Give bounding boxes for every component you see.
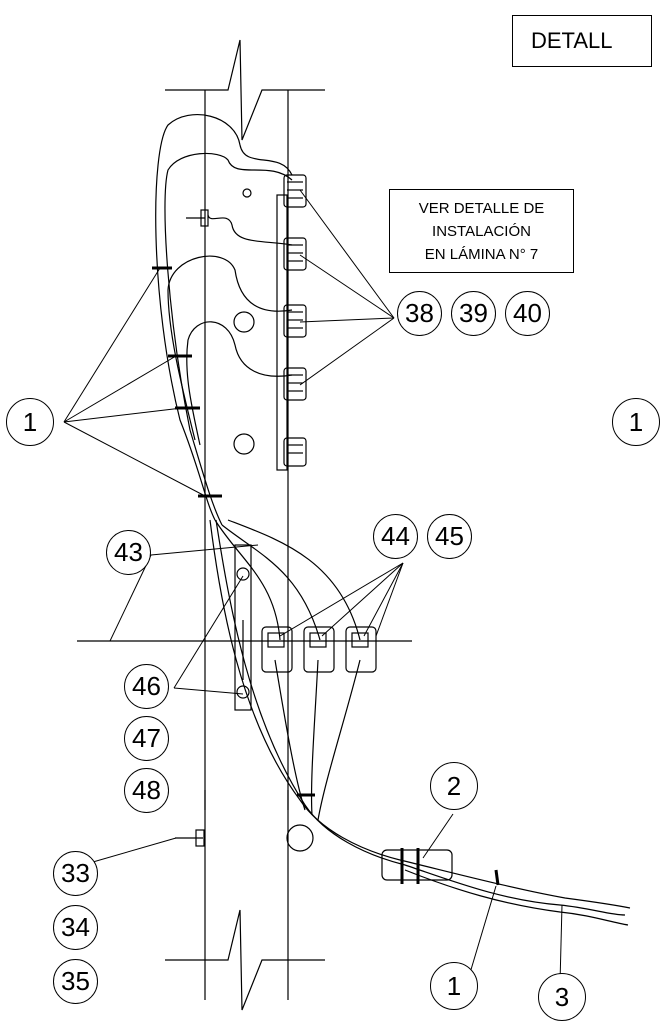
- callout-35: 35: [53, 959, 98, 1004]
- cable-ties: [152, 266, 500, 886]
- detail-title: DETALL: [531, 28, 613, 53]
- callout-44: 44: [373, 514, 418, 559]
- installation-note-box: VER DETALLE DE INSTALACIÓN EN LÁMINA N° …: [389, 189, 574, 273]
- callout-47: 47: [124, 716, 169, 761]
- pole: [165, 39, 325, 1011]
- pole-hole: [233, 433, 255, 455]
- callout-45: 45: [427, 514, 472, 559]
- leader-lines: [63, 189, 563, 984]
- connector-stack: [283, 174, 307, 467]
- callout-1-right: 1: [612, 398, 660, 446]
- installation-drawing: [63, 39, 631, 1011]
- pole-hole: [233, 311, 255, 333]
- top-break-line: [165, 39, 325, 141]
- callout-46: 46: [124, 664, 169, 709]
- splice-enclosure: [381, 848, 453, 884]
- callout-1-bottom: 1: [430, 962, 478, 1010]
- note-line-1: VER DETALLE DE: [418, 199, 545, 217]
- detail-title-box: DETALL: [512, 15, 652, 67]
- bracket: [234, 544, 252, 711]
- callout-33: 33: [53, 851, 98, 896]
- pole-hole: [242, 188, 252, 198]
- callout-38: 38: [397, 291, 442, 336]
- callout-1-left: 1: [6, 398, 54, 446]
- callout-3: 3: [538, 973, 586, 1021]
- callout-48: 48: [124, 768, 169, 813]
- note-line-3: EN LÁMINA N° 7: [424, 245, 539, 263]
- callout-39: 39: [451, 291, 496, 336]
- cable-bundle: [155, 114, 631, 926]
- callout-40: 40: [505, 291, 550, 336]
- ground-ring: [286, 824, 314, 852]
- mounting-plate: [276, 194, 288, 471]
- devices: [261, 626, 377, 673]
- callout-34: 34: [53, 905, 98, 950]
- callout-43: 43: [106, 530, 151, 575]
- bottom-break-line: [165, 909, 325, 1011]
- callout-2: 2: [430, 762, 478, 810]
- note-line-2: INSTALACIÓN: [432, 222, 531, 240]
